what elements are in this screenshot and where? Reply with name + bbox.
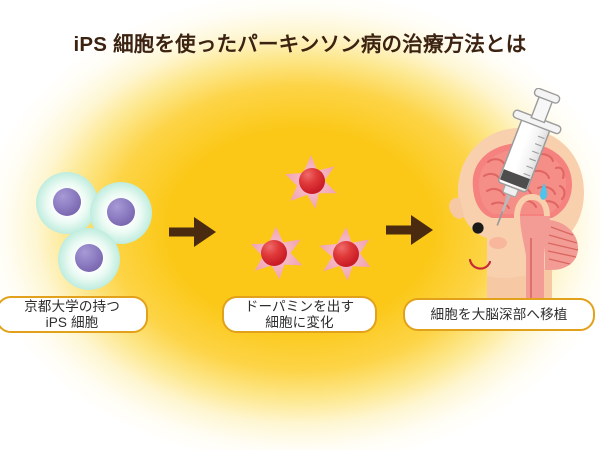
dopamine-neuron	[283, 154, 339, 210]
caption-step-2-line1: ドーパミンを出す	[244, 298, 355, 314]
dopamine-neuron	[317, 226, 373, 282]
caption-step-1-line1: 京都大学の持つ	[24, 298, 120, 314]
caption-step-2: ドーパミンを出す 細胞に変化	[222, 296, 377, 333]
syringe-icon	[496, 87, 562, 226]
cheek-blush	[489, 237, 507, 249]
caption-step-1: 京都大学の持つ iPS 細胞	[0, 296, 148, 333]
caption-step-3-line1: 細胞を大脳深部へ移植	[430, 306, 568, 322]
face-features	[468, 222, 507, 270]
dopamine-neuron-nucleus	[299, 168, 325, 194]
dopamine-neuron-nucleus	[333, 241, 359, 267]
step-3-illustration	[432, 87, 600, 303]
ips-cell	[58, 228, 120, 290]
ips-cell	[36, 172, 98, 234]
page-title: iPS 細胞を使ったパーキンソン病の治療方法とは	[73, 33, 527, 56]
ips-cell-nucleus	[53, 188, 81, 216]
dopamine-neuron	[248, 225, 304, 281]
mouth	[468, 258, 492, 270]
arrow-step1-to-step2	[169, 217, 216, 247]
ips-cell-nucleus	[75, 244, 103, 272]
head-with-brain-and-syringe	[449, 87, 584, 303]
dopamine-neuron-nucleus	[261, 240, 287, 266]
caption-step-2-line2: 細胞に変化	[265, 314, 334, 330]
injection-droplet	[540, 183, 548, 200]
ips-cell-nucleus	[107, 198, 135, 226]
caption-step-1-line2: iPS 細胞	[45, 314, 99, 330]
arrow-step2-to-step3	[386, 215, 433, 245]
caption-step-3: 細胞を大脳深部へ移植	[403, 298, 595, 331]
eye	[472, 222, 484, 234]
